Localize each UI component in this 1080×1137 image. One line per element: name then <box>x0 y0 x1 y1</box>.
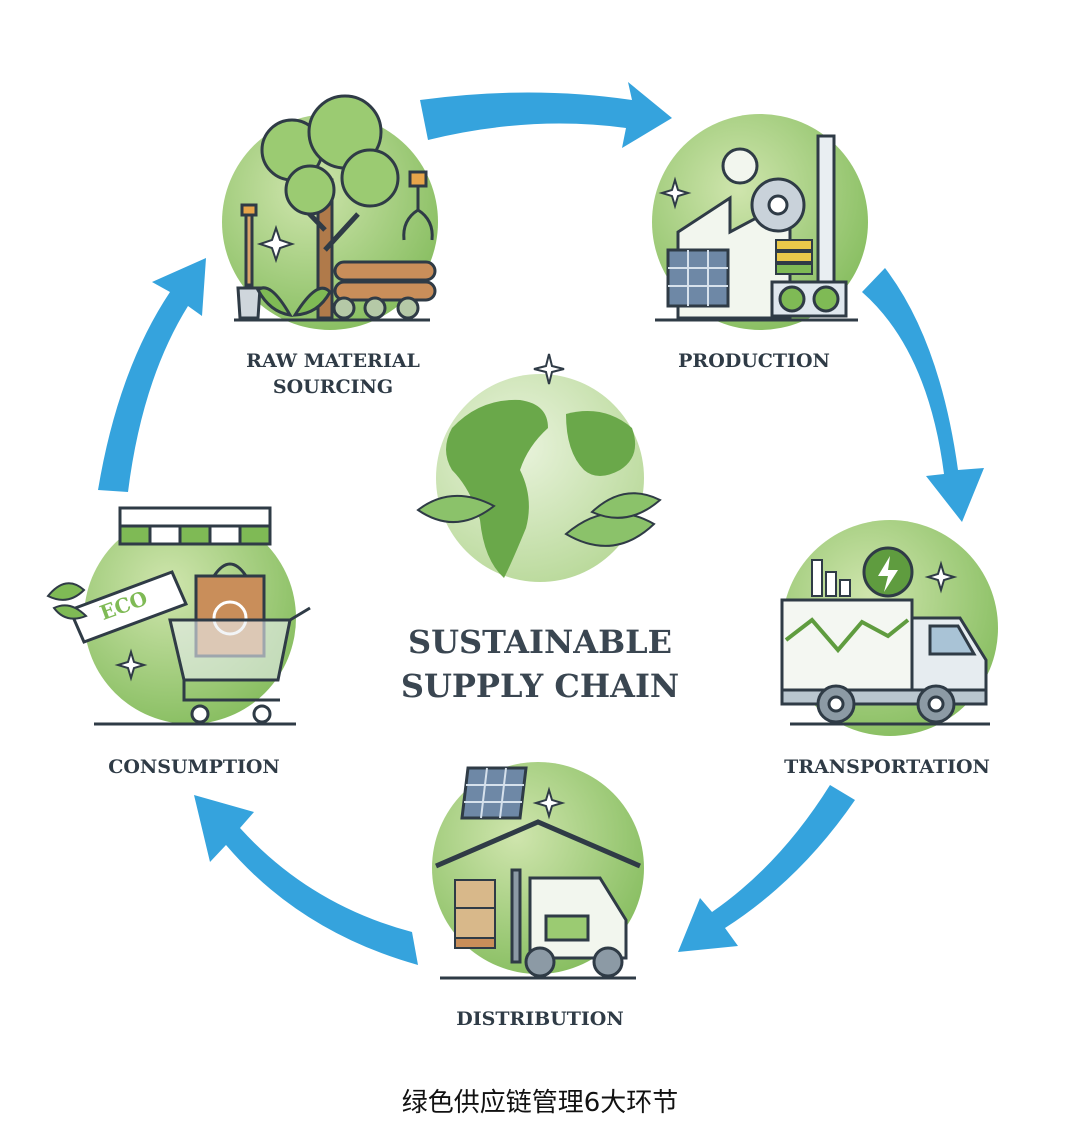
consumption-illustration: ECO <box>46 506 311 726</box>
shopping-cart-icon <box>168 606 311 724</box>
stage-label-consumption: CONSUMPTION <box>108 756 280 778</box>
truck-icon <box>780 598 988 724</box>
grabber-icon <box>402 170 434 241</box>
globe-illustration <box>416 353 662 582</box>
distribution-illustration <box>432 762 644 980</box>
stage-label-transportation: TRANSPORTATION <box>784 756 990 778</box>
logs-icon <box>332 260 437 320</box>
fan-icon <box>770 280 848 318</box>
caption: 绿色供应链管理6大环节 <box>401 1088 679 1118</box>
continent-shape <box>566 411 636 476</box>
production-illustration <box>652 114 868 330</box>
bar-chart-icon <box>811 559 851 597</box>
solar-panel-icon <box>460 766 528 820</box>
awning-icon <box>118 506 272 546</box>
arrow-production-to-transportation <box>862 268 984 522</box>
boxes-icon <box>454 879 496 949</box>
sparkle-icon <box>533 353 565 385</box>
raw-material-sourcing-illustration <box>222 94 438 330</box>
forklift-icon <box>510 868 628 978</box>
stage-label-line: RAW MATERIAL <box>246 350 420 372</box>
lightning-pin-icon <box>862 546 914 598</box>
leaf-icon <box>416 492 662 547</box>
shovel-icon <box>236 203 262 320</box>
sparkle-icon <box>658 176 692 210</box>
stage-label-raw-material-sourcing: RAW MATERIAL SOURCING <box>230 348 436 400</box>
tree-icon <box>260 94 400 320</box>
arrow-consumption-to-sourcing <box>98 258 206 492</box>
center-title: SUSTAINABLE SUPPLY CHAIN <box>380 620 700 708</box>
sparkle-icon <box>532 786 566 820</box>
cycle-arrows <box>98 82 984 965</box>
warehouse-roof-icon <box>435 819 641 869</box>
center-title-line: SUSTAINABLE <box>408 623 672 661</box>
stage-label-distribution: DISTRIBUTION <box>456 1008 624 1030</box>
arrow-transportation-to-distribution <box>678 785 855 952</box>
battery-icon <box>775 239 813 275</box>
arrow-sourcing-to-production <box>420 82 672 148</box>
continent-shape <box>446 399 548 578</box>
gear-icon <box>721 147 806 233</box>
sparkle-icon <box>114 648 148 682</box>
stage-label-production: PRODUCTION <box>678 350 830 372</box>
arrow-distribution-to-consumption <box>194 795 418 965</box>
plant-icon <box>256 286 332 317</box>
stage-label-line: SOURCING <box>272 376 394 398</box>
sparkle-icon <box>924 560 958 594</box>
leaf-icon <box>46 582 88 620</box>
sparkle-icon <box>256 224 296 264</box>
center-title-line: SUPPLY CHAIN <box>400 667 680 705</box>
solar-panel-icon <box>666 248 730 308</box>
transportation-illustration <box>780 520 998 736</box>
